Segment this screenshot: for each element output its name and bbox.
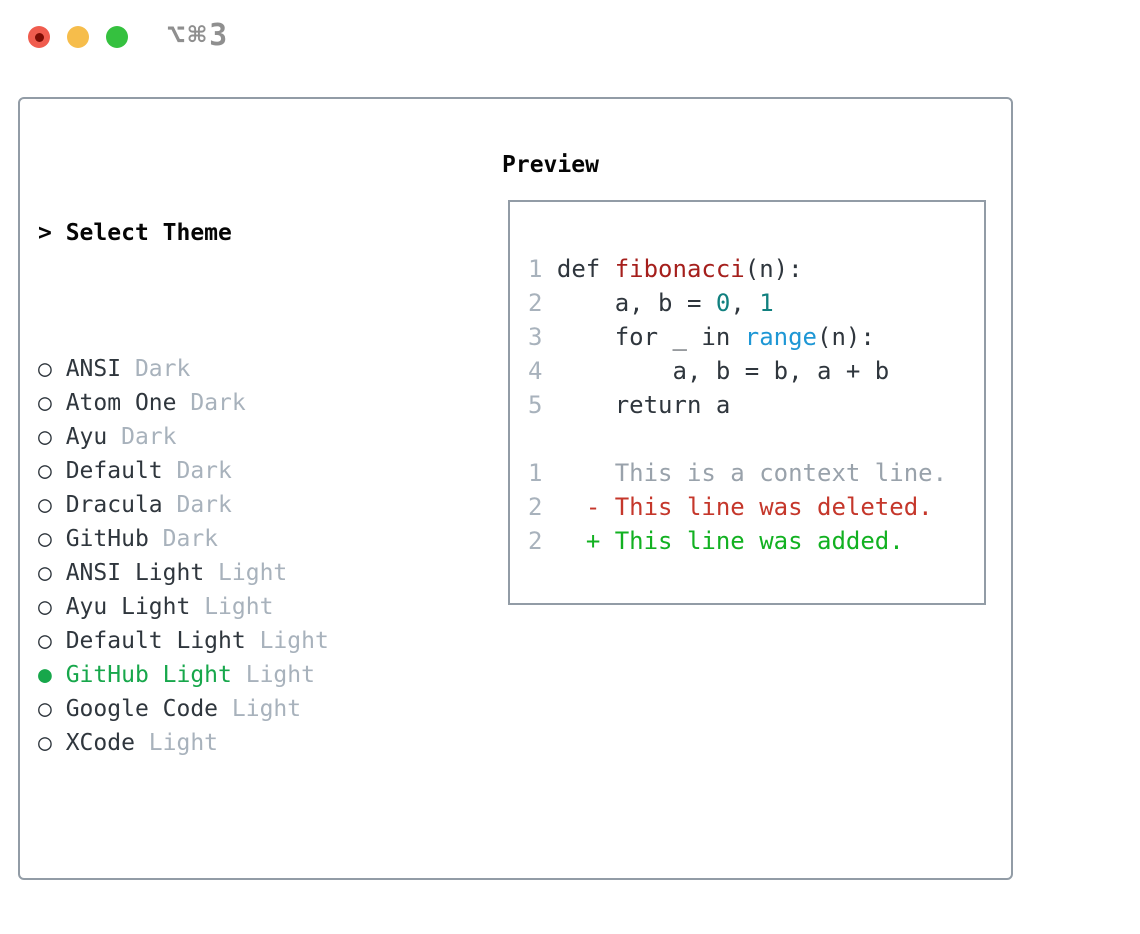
option-name: ANSI: [51, 356, 135, 382]
theme-item-atom-one[interactable]: ○ Atom One Dark: [38, 386, 426, 420]
radio-icon: ○: [38, 628, 52, 654]
line-number: 4: [528, 357, 557, 385]
line-number: 3: [528, 323, 557, 351]
theme-item-ansi[interactable]: ○ ANSI Dark: [38, 352, 426, 386]
theme-item-ayu[interactable]: ○ Ayu Dark: [38, 420, 426, 454]
select-theme-header: > Select Theme: [38, 216, 426, 250]
code-line: 5 return a: [528, 388, 984, 422]
line-number: 2: [528, 289, 557, 317]
code-segment-deleted: - This line was deleted.: [585, 493, 933, 521]
code-segment-added: + This line was added.: [585, 527, 904, 555]
minimize-button[interactable]: [67, 26, 89, 48]
radio-icon: ○: [38, 696, 52, 722]
spacer-row: [38, 862, 426, 896]
radio-icon: ○: [38, 560, 52, 586]
code-line: 4 a, b = b, a + b: [528, 354, 984, 388]
radio-icon: ○: [38, 356, 52, 382]
code-segment-plain: (n):: [744, 255, 803, 283]
code-segment-func: fibonacci: [614, 255, 745, 283]
theme-item-github[interactable]: ○ GitHub Dark: [38, 522, 426, 556]
line-number: 5: [528, 391, 557, 419]
code-line: 2 + This line was added.: [528, 524, 984, 558]
theme-selector-column: >Select Theme ○ ANSI Dark○ Atom One Dark…: [38, 148, 426, 934]
window-title: ⌥⌘3: [167, 18, 231, 53]
code-segment-plain: a, b = b, a + b: [556, 357, 890, 385]
radio-icon: ○: [38, 424, 52, 450]
close-button[interactable]: [28, 26, 50, 48]
code-line: 1 This is a context line.: [528, 456, 984, 490]
line-number: 1: [528, 255, 557, 283]
zoom-button[interactable]: [106, 26, 128, 48]
theme-item-github-light[interactable]: ● GitHub Light Light: [38, 658, 426, 692]
theme-item-ansi-light[interactable]: ○ ANSI Light Light: [38, 556, 426, 590]
theme-variant-tag: Dark: [162, 526, 219, 552]
code-segment-plain: (n):: [817, 323, 875, 351]
theme-item-default[interactable]: ○ Default Dark: [38, 454, 426, 488]
option-name: Ayu Light: [51, 594, 205, 620]
theme-variant-tag: Dark: [176, 458, 232, 484]
unsaved-dot-icon: [34, 32, 44, 42]
theme-item-default-light[interactable]: ○ Default Light Light: [38, 624, 426, 658]
option-name: Atom One: [51, 390, 191, 416]
theme-variant-tag: Light: [245, 662, 315, 688]
radio-icon: ○: [38, 492, 52, 518]
code-line: 3 for _ in range(n):: [528, 320, 984, 354]
theme-item-xcode[interactable]: ○ XCode Light: [38, 726, 426, 760]
code-segment-plain: for _ in: [556, 323, 745, 351]
theme-variant-tag: Dark: [176, 492, 232, 518]
radio-selected-icon: ●: [38, 662, 52, 688]
code-segment-plain: a, b =: [556, 289, 716, 317]
radio-icon: ○: [38, 458, 52, 484]
code-line: 1 def fibonacci(n):: [528, 252, 984, 286]
radio-icon: ○: [38, 390, 52, 416]
focus-caret-icon: >: [38, 220, 52, 246]
code-segment-context: This is a context line.: [556, 459, 948, 487]
code-segment-plain: return a: [556, 391, 731, 419]
option-name: Default: [51, 458, 177, 484]
theme-variant-tag: Light: [148, 730, 219, 756]
option-name: Default Light: [51, 628, 260, 654]
code-segment-number: 1: [759, 289, 774, 317]
theme-variant-tag: Dark: [134, 356, 191, 382]
theme-list: ○ ANSI Dark○ Atom One Dark○ Ayu Dark○ De…: [38, 352, 426, 760]
theme-item-ayu-light[interactable]: ○ Ayu Light Light: [38, 590, 426, 624]
option-name: Dracula: [51, 492, 177, 518]
code-segment-plain: def: [556, 255, 615, 283]
option-name: Ayu: [51, 424, 122, 450]
theme-item-dracula[interactable]: ○ Dracula Dark: [38, 488, 426, 522]
option-name: GitHub Light: [51, 662, 246, 688]
radio-icon: ○: [38, 594, 52, 620]
select-theme-label: Select Theme: [65, 220, 232, 246]
theme-item-google-code[interactable]: ○ Google Code Light: [38, 692, 426, 726]
line-number: 2: [528, 527, 557, 555]
preview-label: Preview: [502, 152, 599, 178]
option-name: ANSI Light: [51, 560, 219, 586]
blank-line: [528, 422, 984, 456]
option-name: Google Code: [51, 696, 232, 722]
code-segment-plain: ,: [730, 289, 760, 317]
option-name: XCode: [51, 730, 149, 756]
theme-variant-tag: Dark: [121, 424, 177, 450]
code-segment-number: 0: [715, 289, 731, 317]
option-name: GitHub: [51, 526, 163, 552]
theme-variant-tag: Light: [259, 628, 329, 654]
line-number: 2: [528, 493, 557, 521]
theme-variant-tag: Light: [204, 594, 274, 620]
code-segment-builtin: range: [744, 323, 817, 351]
theme-variant-tag: Light: [231, 696, 302, 722]
radio-icon: ○: [38, 730, 52, 756]
theme-variant-tag: Light: [218, 560, 288, 586]
code-line: 2 - This line was deleted.: [528, 490, 984, 524]
radio-icon: ○: [38, 526, 52, 552]
code-segment-plain: [557, 493, 586, 521]
theme-variant-tag: Dark: [190, 390, 246, 416]
code-line: 2 a, b = 0, 1: [528, 286, 984, 320]
line-number: 1: [528, 459, 557, 487]
code-segment-plain: [557, 527, 586, 555]
